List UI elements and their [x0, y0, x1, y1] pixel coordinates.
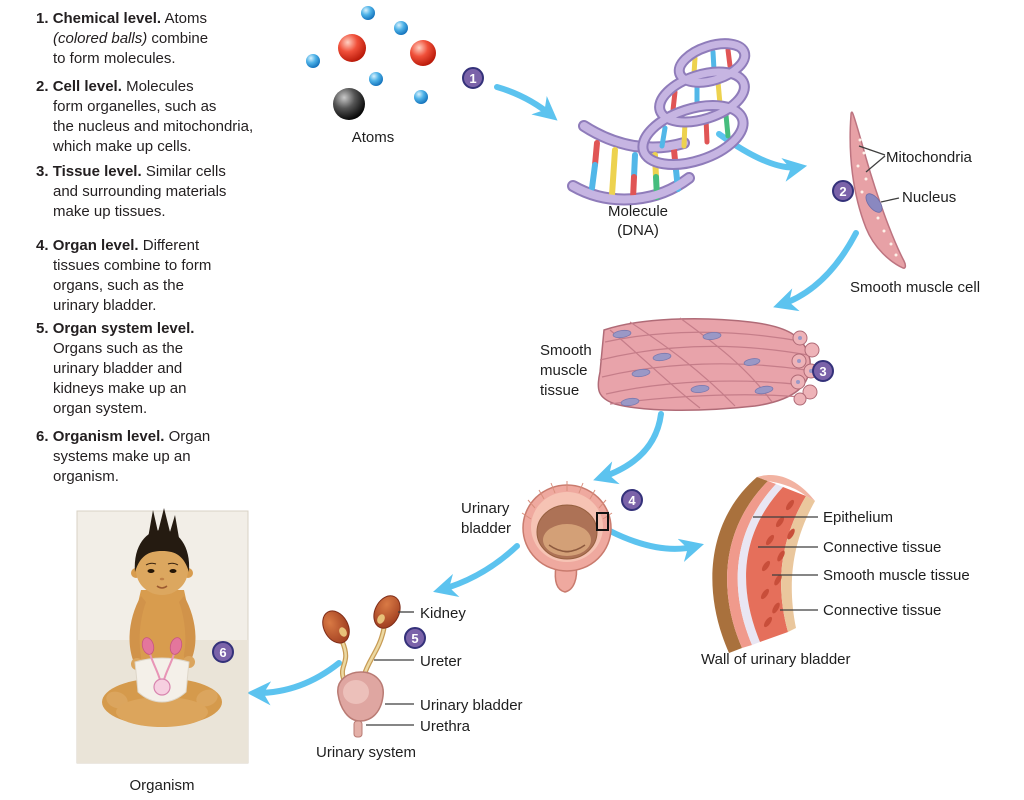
connective-tissue-top-label: Connective tissue [823, 539, 942, 556]
marker-1: 1 [462, 67, 484, 89]
smooth-muscle-tissue-label: Smooth muscle tissue [540, 342, 592, 399]
urinary-bladder-illustration [521, 481, 613, 593]
smooth-muscle-tissue-wall-label: Smooth muscle tissue [823, 567, 970, 584]
organism-label: Organism [129, 777, 195, 794]
connective-tissue-bottom-label: Connective tissue [823, 602, 942, 619]
urinary-bladder-label: Urinary bladder [461, 500, 512, 537]
marker-6: 6 [212, 641, 234, 663]
dna-molecule-illustration [567, 38, 751, 206]
marker-5: 5 [404, 627, 426, 649]
smooth-muscle-cell-label: Smooth muscle cell [850, 279, 981, 296]
urethra-label: Urethra [420, 718, 471, 735]
arrow-cell-to-tissue [773, 230, 859, 312]
arrow-tissue-to-organ [593, 411, 664, 485]
step-5-organ-system-level: 5. Organ system level. Organs such as th… [36, 320, 195, 417]
arrow-system-to-organism [246, 660, 342, 706]
overlaid-urinary-system [141, 637, 183, 696]
urinary-bladder-system-label: Urinary bladder [420, 697, 523, 714]
kidney-label: Kidney [420, 605, 466, 622]
step-4-organ-level: 4. Organ level. Different tissues combin… [36, 237, 212, 314]
atoms-label: Atoms [351, 129, 395, 146]
arrow-organ-to-system [433, 543, 520, 598]
wall-of-urinary-bladder-label: Wall of urinary bladder [701, 651, 851, 668]
step-6-organism-level: 6. Organism level. Organ systems make up… [36, 428, 211, 485]
epithelium-label: Epithelium [823, 509, 894, 526]
marker-4: 4 [621, 489, 643, 511]
atoms-illustration [306, 6, 436, 120]
arrow-organ-to-wall [607, 528, 704, 562]
step-1-chemical-level: 1. Chemical level. Atoms (colored balls)… [36, 10, 209, 67]
urinary-system-label: Urinary system [316, 744, 417, 761]
nucleus-label: Nucleus [902, 189, 957, 206]
flow-arrows [246, 84, 859, 706]
mitochondria-label: Mitochondria [886, 149, 972, 166]
ureter-label: Ureter [420, 653, 462, 670]
magnified-region-box [596, 512, 609, 531]
marker-3: 3 [812, 360, 834, 382]
urinary-system-illustration [322, 595, 414, 738]
smooth-muscle-cell-illustration [849, 111, 907, 269]
bladder-wall-illustration [712, 474, 818, 653]
organism-photo [76, 508, 249, 764]
marker-2: 2 [832, 180, 854, 202]
step-2-cell-level: 2. Cell level. Molecules form organelles… [36, 78, 254, 155]
molecule-dna-label: Molecule(DNA) [607, 203, 669, 239]
smooth-muscle-tissue-illustration [597, 317, 820, 411]
step-3-tissue-level: 3. Tissue level. Similar cells and surro… [36, 163, 227, 220]
arrow-atoms-to-molecule [494, 84, 558, 121]
